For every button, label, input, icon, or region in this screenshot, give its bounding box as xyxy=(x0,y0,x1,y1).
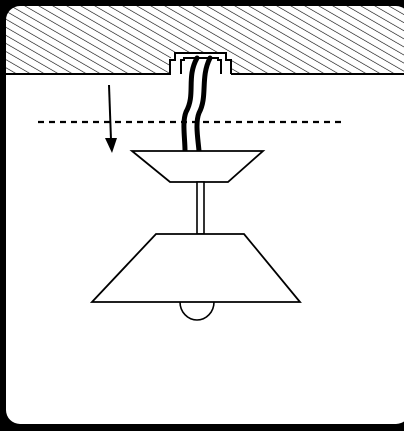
down-arrow-icon xyxy=(105,84,117,153)
stem-rod xyxy=(196,181,205,235)
bulb xyxy=(179,301,215,321)
cable-icon xyxy=(181,55,213,154)
diagram-panel xyxy=(6,6,404,424)
pendant-lamp-icon xyxy=(89,233,302,303)
ceiling-box xyxy=(169,52,232,78)
canopy xyxy=(129,150,266,183)
